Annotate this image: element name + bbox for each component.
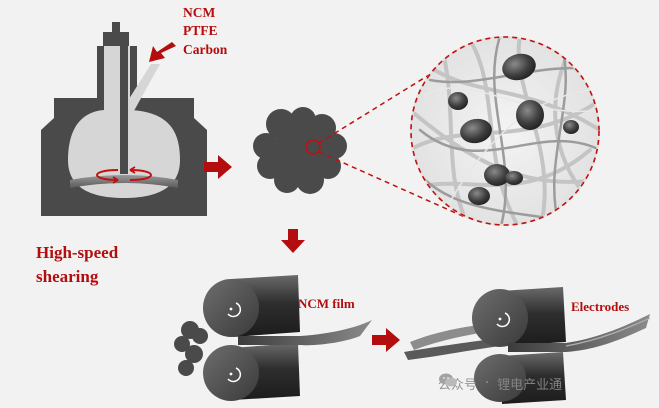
process-label-line2: shearing bbox=[36, 267, 99, 286]
ncm-film-sheet bbox=[238, 320, 372, 346]
film-calender bbox=[174, 275, 372, 401]
watermark: 公众号 · 锂电产业通 bbox=[438, 372, 562, 394]
zoom-spot bbox=[305, 139, 321, 155]
zoom-line-bottom bbox=[318, 151, 468, 219]
material-label-ncm: NCM bbox=[183, 5, 216, 20]
electrode-laminator bbox=[404, 287, 651, 404]
feed-arrow-icon bbox=[149, 42, 176, 62]
watermark-account-name: 锂电产业通 bbox=[497, 377, 563, 393]
arrow-down-icon bbox=[281, 229, 305, 253]
rotation-icon bbox=[96, 166, 152, 184]
electrodes-label: Electrodes bbox=[571, 299, 630, 314]
microstructure-zoom bbox=[410, 36, 600, 226]
roller-rotation-icon bbox=[227, 302, 242, 383]
powder-feed bbox=[174, 321, 208, 376]
material-label-ptfe: PTFE bbox=[183, 23, 218, 38]
film-label: NCM film bbox=[298, 296, 355, 311]
arrow-right-icon bbox=[204, 155, 232, 179]
arrow-right-icon-2 bbox=[372, 328, 400, 352]
shear-mixer-machine bbox=[41, 22, 207, 216]
material-label-carbon: Carbon bbox=[183, 42, 228, 57]
roller-rotation-icon-2 bbox=[496, 312, 511, 328]
electrode-sheet bbox=[508, 314, 650, 352]
watermark-separator: · bbox=[485, 375, 490, 391]
ncm-particles bbox=[448, 53, 579, 205]
powder-agglomerate bbox=[253, 107, 347, 194]
wechat-icon bbox=[439, 373, 457, 387]
process-label-line1: High-speed bbox=[36, 243, 119, 262]
